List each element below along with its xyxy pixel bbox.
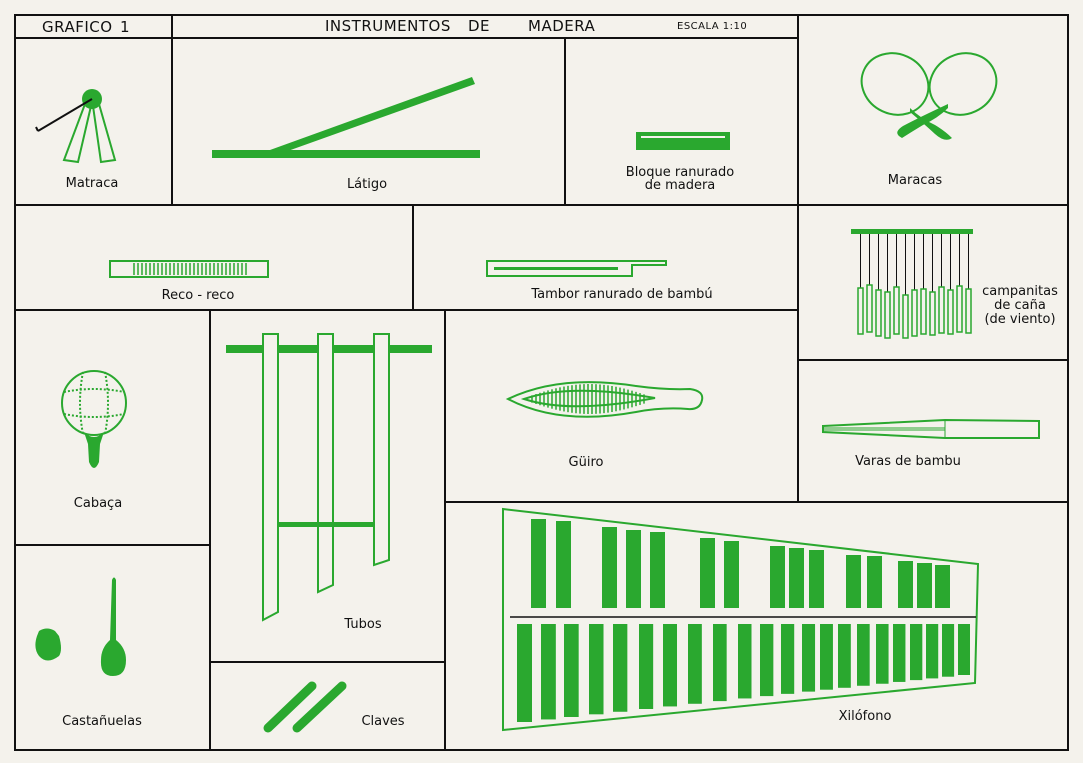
cabaca-drawing — [61, 370, 127, 468]
label-bloque-line1: Bloque ranurado — [626, 165, 734, 180]
xylophone-lower-bar — [857, 624, 870, 686]
label-tubos: Tubos — [343, 617, 381, 632]
label-maracas: Maracas — [888, 173, 943, 188]
xylophone-upper-bar — [867, 556, 882, 608]
chime-tube — [884, 291, 891, 339]
chime-tube — [920, 288, 927, 335]
xylophone-upper-bar — [724, 541, 739, 608]
xylophone-lower-bar — [781, 624, 795, 694]
label-cabaca: Cabaça — [74, 496, 122, 511]
castanuelas-drawing — [35, 577, 126, 676]
xylophone-upper-bar — [809, 550, 824, 608]
xylophone-lower-bar — [589, 624, 604, 715]
xylophone-upper-bar — [917, 563, 932, 608]
label-matraca: Matraca — [66, 176, 119, 191]
chime-tube — [857, 287, 864, 335]
chime-tube — [893, 286, 900, 335]
label-latigo: Látigo — [347, 177, 387, 192]
xylophone-lower-bar — [760, 624, 774, 697]
title-madera: MADERA — [528, 17, 596, 35]
xylophone-upper-bar — [898, 561, 913, 608]
xylophone-lower-bar — [942, 624, 955, 677]
scale-label: ESCALA 1:10 — [677, 21, 747, 32]
xylophone-lower-bar — [876, 624, 889, 684]
label-castanuelas: Castañuelas — [62, 714, 142, 729]
xylophone-lower-bar — [910, 624, 923, 681]
tambor-drawing — [486, 260, 667, 277]
title-de: DE — [468, 17, 490, 35]
grid-lines — [14, 14, 1069, 751]
xylophone-lower-bar — [613, 624, 628, 712]
chime-tube — [956, 285, 963, 333]
xylophone-lower-bar — [663, 624, 678, 707]
maracas-drawing — [860, 52, 998, 140]
xylophone-upper-bar — [700, 538, 715, 608]
guiro-drawing — [505, 381, 704, 418]
xylophone-upper-bar — [935, 565, 950, 608]
chime-tube — [911, 289, 918, 337]
xylophone-upper-bar — [846, 555, 861, 608]
label-tambor: Tambor ranurado de bambú — [530, 287, 712, 302]
xilofono-drawing — [502, 507, 980, 732]
xylophone-lower-bar — [820, 624, 833, 690]
xylophone-lower-bar — [893, 624, 906, 682]
latigo-drawing — [212, 77, 480, 158]
xylophone-lower-bar — [639, 624, 654, 709]
chime-tube — [965, 288, 972, 334]
chime-tube — [875, 289, 882, 337]
xylophone-upper-bar — [531, 519, 546, 608]
grafico-label: GRAFICO — [42, 18, 113, 36]
xylophone-lower-bar — [713, 624, 727, 702]
recoreco-drawing — [109, 260, 269, 278]
chime-tube — [866, 284, 873, 333]
label-campanitas-line2: de caña — [994, 298, 1046, 313]
chime-tube — [938, 286, 945, 334]
title-instrumentos: INSTRUMENTOS — [325, 17, 451, 35]
xylophone-upper-bar — [650, 532, 665, 608]
claves-drawing — [263, 681, 347, 733]
xylophone-lower-bar — [838, 624, 851, 688]
matraca-drawing — [35, 89, 117, 164]
varas-drawing — [822, 418, 1040, 439]
chime-tube — [902, 294, 909, 339]
xylophone-upper-bar — [602, 527, 617, 608]
xylophone-lower-bar — [541, 624, 556, 720]
xylophone-lower-bar — [926, 624, 939, 679]
tubos-drawing — [226, 333, 432, 622]
label-xilofono: Xilófono — [839, 709, 892, 724]
bloque-drawing — [636, 132, 730, 150]
label-bloque-line2: de madera — [645, 178, 716, 193]
label-campanitas-line1: campanitas — [982, 284, 1058, 299]
xylophone-lower-bar — [688, 624, 702, 704]
label-guiro: Güiro — [569, 455, 604, 470]
xylophone-lower-bar — [802, 624, 816, 692]
label-campanitas-line3: (de viento) — [984, 312, 1055, 327]
label-varas: Varas de bambu — [855, 454, 961, 469]
xylophone-upper-bar — [556, 521, 571, 608]
label-claves: Claves — [361, 714, 404, 729]
xylophone-upper-bar — [626, 530, 641, 608]
campanitas-drawing — [851, 229, 973, 339]
chime-tube — [947, 289, 954, 335]
chime-tube — [929, 291, 936, 336]
xylophone-lower-bar — [958, 624, 970, 675]
xylophone-lower-bar — [517, 624, 532, 722]
label-recoreco: Reco - reco — [162, 288, 235, 303]
xylophone-lower-bar — [564, 624, 579, 717]
xylophone-lower-bar — [738, 624, 752, 699]
grafico-number: 1 — [120, 18, 130, 36]
xylophone-upper-bar — [789, 548, 804, 608]
xylophone-upper-bar — [770, 546, 785, 608]
